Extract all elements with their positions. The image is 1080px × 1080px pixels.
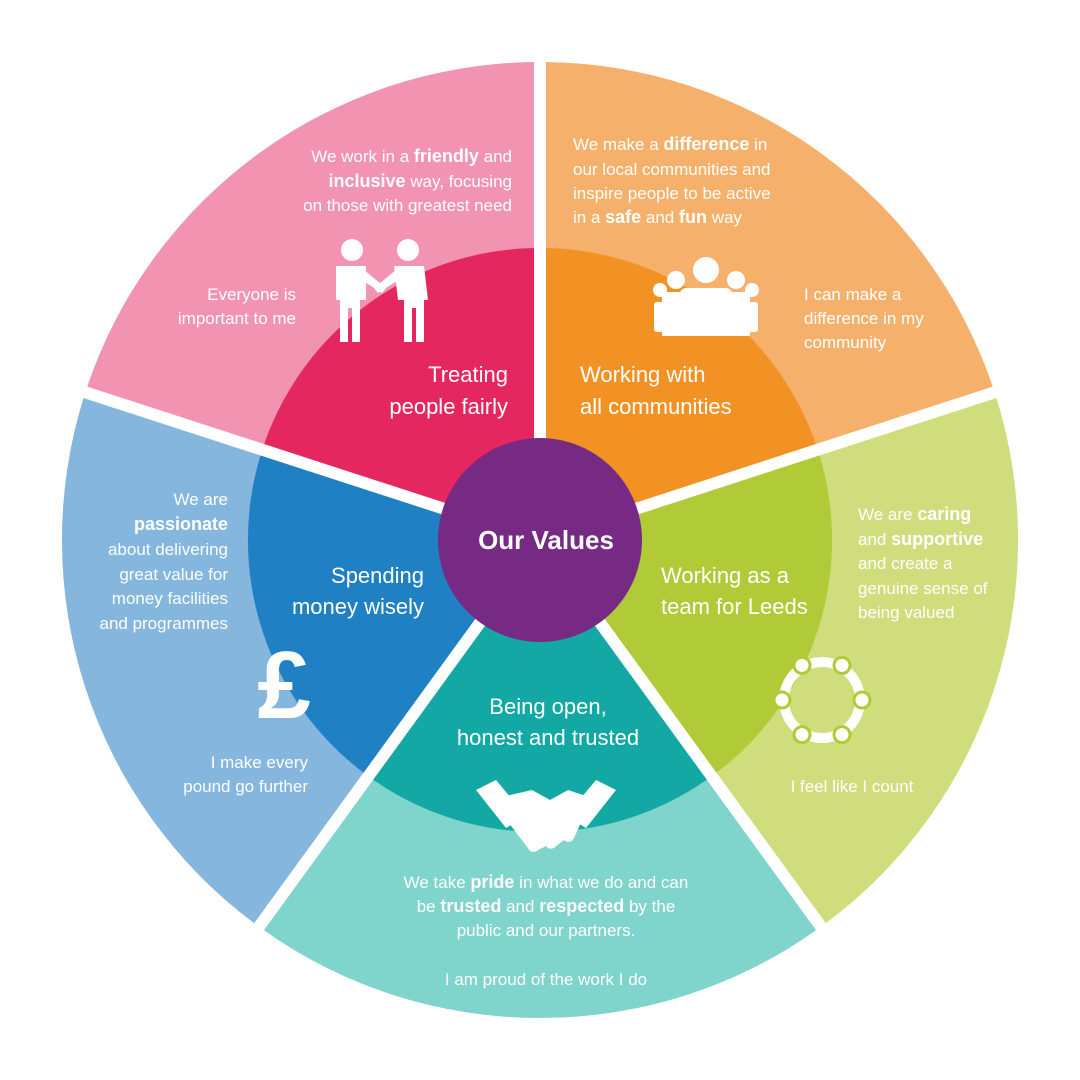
value-name-team: Working as a [661,563,790,588]
handshake-icon [476,780,616,852]
value-description-team: We are caring [858,504,971,524]
emphasis-word: supportive [891,529,983,549]
value-statement-fairly: Everyone is [207,285,296,304]
value-description-fairly: on those with greatest need [303,196,512,215]
description-text: by the [624,897,675,916]
value-statement-communities: community [804,333,887,352]
value-statement-team: I feel like I count [791,777,914,796]
value-description-money: about delivering [108,540,228,559]
value-description-communities: our local communities and [573,160,770,179]
description-text: in [749,135,767,154]
value-description-team: and supportive [858,529,983,549]
description-text: genuine sense of [858,579,988,598]
pound-sign-icon: £ [257,632,310,739]
emphasis-word: inclusive [328,171,405,191]
emphasis-word: trusted [440,896,501,916]
value-description-money: and programmes [99,614,228,633]
group-of-people-icon [653,257,759,336]
value-description-money: money facilities [112,589,228,608]
value-description-team: being valued [858,603,954,622]
description-text: and [858,530,891,549]
value-name-fairly: people fairly [389,394,508,419]
value-icons: £ [257,239,872,852]
emphasis-word: friendly [414,146,479,166]
value-description-money: great value for [119,565,228,584]
value-description-communities: in a safe and fun way [573,207,742,227]
emphasis-word: respected [539,896,624,916]
value-description-communities: We make a difference in [573,134,767,154]
value-statement-money: I make every [211,753,309,772]
center-circle [438,438,642,642]
emphasis-word: caring [917,504,971,524]
value-name-team: team for Leeds [661,594,808,619]
description-text: We are [858,505,917,524]
value-statement-communities: difference in my [804,309,924,328]
description-text: inspire people to be active [573,184,771,203]
value-description-communities: inspire people to be active [573,184,771,203]
value-description-open: be trusted and respected by the [417,896,676,916]
value-name-money: money wisely [292,594,424,619]
description-text: in a [573,208,605,227]
description-text: and [641,208,679,227]
description-text: We work in a [311,147,414,166]
center-title: Our Values [478,525,614,555]
value-description-open: We take pride in what we do and can [404,872,689,892]
value-name-open: Being open, [489,694,606,719]
description-text: be [417,897,441,916]
description-text: and programmes [99,614,228,633]
value-name-open: honest and trusted [457,725,639,750]
value-description-fairly: We work in a friendly and [311,146,512,166]
description-text: in what we do and can [514,873,688,892]
value-name-fairly: Treating [428,362,508,387]
value-name-communities: Working with [580,362,706,387]
value-name-communities: all communities [580,394,732,419]
description-text: way [707,208,742,227]
value-statement-money: pound go further [183,777,308,796]
emphasis-word: safe [605,207,641,227]
emphasis-word: fun [679,207,707,227]
value-description-money: passionate [134,514,228,534]
emphasis-word: difference [663,134,749,154]
value-statement-communities: I can make a [804,285,902,304]
pound-glyph: £ [257,632,310,739]
emphasis-word: pride [470,872,514,892]
description-text: We make a [573,135,663,154]
description-text: on those with greatest need [303,196,512,215]
value-description-open: public and our partners. [457,921,636,940]
value-description-money: We are [174,490,229,509]
description-text: We take [404,873,471,892]
description-text: We are [174,490,229,509]
description-text: public and our partners. [457,921,636,940]
center-hub: Our Values [438,438,642,642]
description-text: about delivering [108,540,228,559]
description-text: way, focusing [406,172,512,191]
segment-inner-open [373,543,707,833]
description-text: and create a [858,554,953,573]
value-text: Treating people fairly We work in a friend… [99,134,987,989]
description-text: and [479,147,512,166]
description-text: being valued [858,603,954,622]
emphasis-word: passionate [134,514,228,534]
description-text: and [501,897,539,916]
description-text: our local communities and [573,160,770,179]
value-statement-open: I am proud of the work I do [445,970,647,989]
team-circle-icon [772,655,872,745]
value-name-money: Spending [331,563,424,588]
description-text: money facilities [112,589,228,608]
description-text: great value for [119,565,228,584]
value-description-team: genuine sense of [858,579,988,598]
value-statement-fairly: important to me [178,309,296,328]
value-description-team: and create a [858,554,953,573]
two-people-icon [336,239,428,342]
value-description-fairly: inclusive way, focusing [328,171,512,191]
